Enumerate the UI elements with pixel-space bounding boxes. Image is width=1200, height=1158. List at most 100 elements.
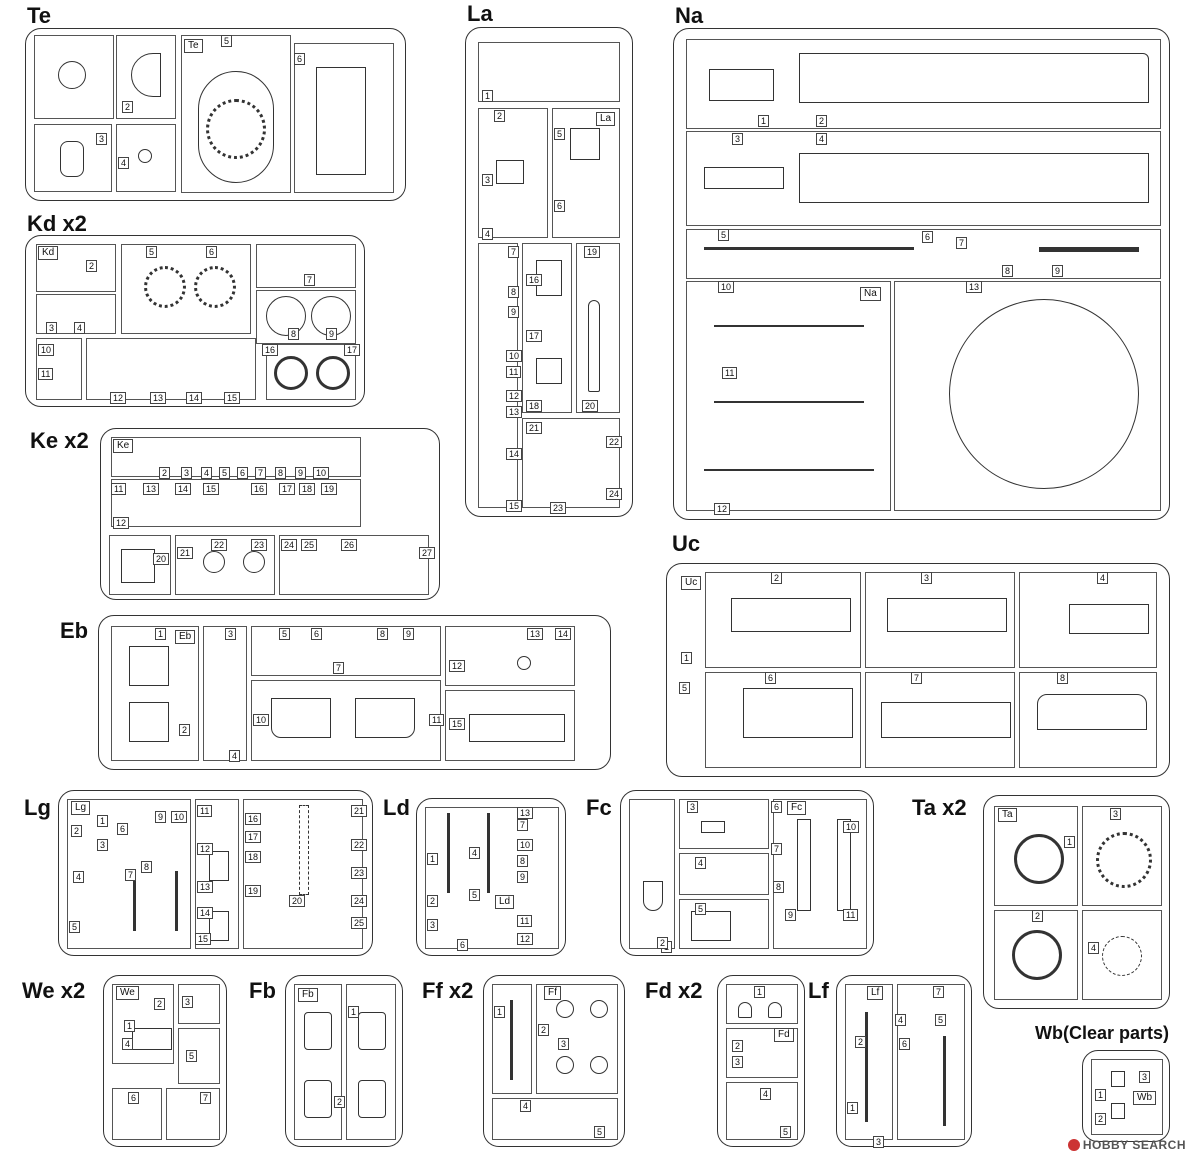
sprue-kd: Kd 2 3 4 5 6 7 8 9 10 11 12 13 14 15 16 …: [25, 235, 365, 407]
part-number: 6: [899, 1038, 911, 1050]
part-number: 11: [429, 714, 445, 726]
part-number: 10: [171, 811, 188, 823]
sprue-title-ff: Ff x2: [422, 978, 474, 1003]
wheel-part: [590, 1000, 608, 1018]
part-number: 8: [517, 855, 529, 867]
part-number: 13: [527, 628, 544, 640]
part-number: 3: [225, 628, 237, 640]
sprue-title-eb: Eb: [60, 618, 89, 643]
barrel-part: [175, 871, 178, 931]
sprocket-gear: [194, 266, 236, 308]
part-number: 6: [771, 801, 783, 813]
part-number: 17: [344, 344, 361, 356]
part-number: 2: [657, 937, 669, 949]
part-number: 9: [155, 811, 167, 823]
part-number: 5: [279, 628, 291, 640]
part-number: 3: [96, 133, 108, 145]
part-number: 8: [141, 861, 153, 873]
part-number: 10: [38, 344, 55, 356]
sprue-fc: 1 2 3 4 5 6 7 8 9 10 11 Fc: [620, 790, 874, 956]
we-cell-e: [166, 1088, 220, 1140]
shell-part: [588, 300, 600, 392]
part-number: 4: [760, 1088, 772, 1100]
floor-part: [799, 153, 1149, 203]
part-number: 15: [449, 718, 466, 730]
part-number: 20: [289, 895, 306, 907]
sprue-te: 2 3 4 5 6 Te: [25, 28, 406, 201]
box-part: [709, 69, 774, 101]
part-number: 2: [159, 467, 171, 479]
part-number: 9: [295, 467, 307, 479]
part-number: 3: [97, 839, 109, 851]
part-number: 19: [245, 885, 262, 897]
eb-cell-e: [445, 626, 575, 686]
sprue-eb: 1 2 3 4 5 6 7 8 9 10 11 12 13 14 15 Eb: [98, 615, 611, 770]
part-number: 1: [97, 815, 109, 827]
sprue-tag: Lg: [71, 801, 91, 815]
fender-part: [355, 698, 415, 738]
part-number: 3: [181, 467, 193, 479]
part-number: 12: [714, 503, 731, 515]
part-number: 1: [348, 1006, 360, 1018]
part-number: 9: [517, 871, 529, 883]
part-number: 13: [517, 807, 534, 819]
part-number: 6: [206, 246, 218, 258]
part-number: 5: [219, 467, 231, 479]
sprue-la: 1 2 3 4 5 6 7 8 9 10 11 12 13 14 15 16 1…: [465, 27, 633, 517]
part-number: 1: [482, 90, 494, 102]
hull-side-part: [799, 53, 1149, 103]
part-number: 11: [197, 805, 213, 817]
sprue-lf: Lf 1 2 3 4 5 6 7: [836, 975, 972, 1148]
part-number: 17: [245, 831, 262, 843]
part-number: 12: [506, 390, 523, 402]
part-number: 25: [351, 917, 368, 929]
lf-cell-b: [897, 984, 965, 1140]
part-number: 18: [526, 400, 543, 412]
part-number: 2: [771, 572, 783, 584]
part-number: 8: [1002, 265, 1014, 277]
wheel-gear: [206, 99, 266, 159]
part-number: 1: [427, 853, 439, 865]
box-part: [469, 714, 565, 742]
sprue-title-ld: Ld: [383, 795, 410, 820]
ring-part: [266, 296, 306, 336]
part-number: 1: [155, 628, 167, 640]
sprue-wb: Wb 1 2 3: [1082, 1050, 1170, 1142]
sprue-tag: Ld: [495, 895, 515, 909]
sprue-title-fc: Fc: [586, 795, 612, 820]
sprue-ke: Ke 2 3 4 5 6 7 8 9 10 11 12 13 14 15 16 …: [100, 428, 440, 600]
sprue-title-fd: Fd x2: [645, 978, 703, 1003]
crate-part: [691, 911, 731, 941]
ld-cell: [425, 807, 559, 949]
part-number: 4: [695, 857, 707, 869]
box-part: [701, 821, 725, 833]
part-number: 4: [816, 133, 828, 145]
part-number: 4: [229, 750, 241, 762]
part-number: 18: [299, 483, 316, 495]
part-number: 11: [517, 915, 533, 927]
roadwheel-part: [316, 356, 350, 390]
part-number: 2: [71, 825, 83, 837]
part-number: 2: [1095, 1113, 1107, 1125]
storage-box-part: [1037, 694, 1147, 730]
sprue-tag: Lf: [867, 986, 884, 1000]
part-number: 2: [179, 724, 191, 736]
barrel-part: [133, 871, 136, 931]
part-number: 7: [508, 246, 520, 258]
sprue-title-wb: Wb(Clear parts): [1035, 1023, 1170, 1043]
part-number: 11: [38, 368, 54, 380]
part-number: 2: [154, 998, 166, 1010]
sprue-title-lf: Lf: [808, 978, 829, 1003]
vision-block-part: [60, 141, 84, 177]
part-number: 10: [517, 839, 534, 851]
side-skirt-part: [881, 702, 1011, 738]
sprue-fd: Fd 1 2 3 4 5: [717, 975, 805, 1147]
la-cell-top: [478, 42, 620, 102]
part-number: 15: [224, 392, 241, 404]
part-number: 4: [74, 322, 86, 334]
part-number: 27: [419, 547, 436, 559]
helmet-part: [768, 1002, 782, 1018]
part-number: 12: [517, 933, 534, 945]
sprue-tag: Wb: [1133, 1091, 1156, 1105]
part-number: 3: [732, 1056, 744, 1068]
